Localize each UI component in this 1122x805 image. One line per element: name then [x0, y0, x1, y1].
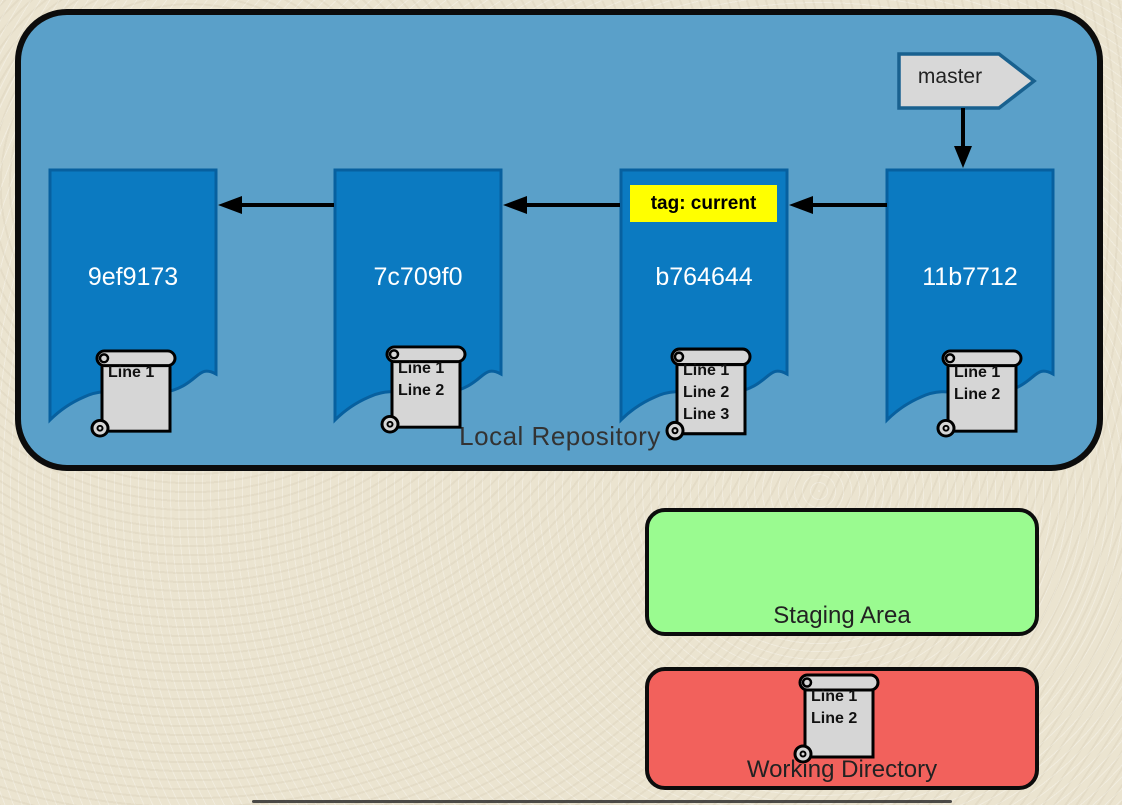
file-scroll: Line 1 Line 2 [933, 349, 1023, 439]
file-line: Line 2 [954, 386, 1001, 403]
file-line: Line 1 [683, 362, 730, 379]
commit-parent-arrow-icon [218, 193, 334, 217]
staging-area-box: Staging Area [645, 508, 1039, 636]
file-line: Line 1 [811, 688, 858, 705]
local-repository-label: Local Repository [459, 421, 661, 451]
working-directory-label: Working Directory [746, 756, 938, 783]
file-scroll: Line 1 Line 2 [790, 673, 880, 765]
commit-id: 11b7712 [922, 263, 1018, 291]
branch-pointer-shape-icon [897, 52, 1037, 110]
file-line: Line 1 [398, 360, 445, 377]
staging-area-label: Staging Area [773, 602, 911, 629]
file-line: Line 2 [811, 710, 858, 727]
branch-arrow-down-icon [950, 106, 976, 170]
commit-id: b764644 [655, 263, 753, 291]
file-line: Line 3 [683, 406, 730, 423]
scroll-icon [936, 349, 1023, 438]
file-line: Line 2 [398, 382, 445, 399]
branch-pointer-master [897, 52, 1037, 110]
slide-bottom-edge [252, 800, 952, 803]
file-scroll: Line 1 Line 2 Line 3 [662, 347, 752, 442]
branch-pointer-master-label: master [917, 65, 983, 88]
file-scroll: Line 1 [87, 349, 177, 439]
file-line: Line 1 [108, 364, 155, 381]
file-scroll: Line 1 Line 2 [377, 345, 467, 435]
tag-current-label: tag: current [630, 185, 777, 222]
commit-parent-arrow-icon [789, 193, 887, 217]
commit-id: 9ef9173 [87, 263, 179, 291]
commit-id: 7c709f0 [373, 263, 463, 291]
scroll-icon [90, 349, 177, 438]
scroll-icon [665, 347, 752, 441]
scroll-icon [793, 673, 880, 764]
scroll-icon [380, 345, 467, 434]
commit-parent-arrow-icon [503, 193, 620, 217]
file-line: Line 2 [683, 384, 730, 401]
file-line: Line 1 [954, 364, 1001, 381]
